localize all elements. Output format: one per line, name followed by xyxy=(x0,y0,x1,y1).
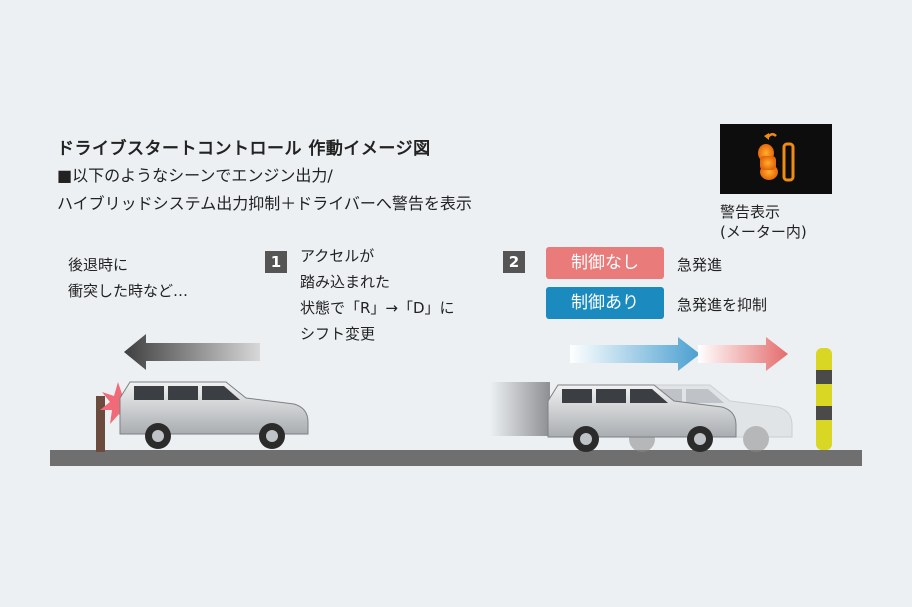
car-reversing xyxy=(119,381,309,449)
step-1-line1: アクセルが xyxy=(300,247,375,265)
striped-bollard xyxy=(816,348,832,450)
reverse-direction-arrow xyxy=(124,334,260,370)
step-1-line3: 状態で「R」→「D」に xyxy=(300,299,455,317)
without-control-badge: 制御なし xyxy=(546,247,664,279)
uncontrolled-motion-arrow xyxy=(698,337,788,371)
subtitle-line-1: ■以下のようなシーンでエンジン出力/ xyxy=(57,166,333,185)
with-control-badge: 制御あり xyxy=(546,287,664,319)
step-1-badge: 1 xyxy=(265,251,287,273)
step-1-text: アクセルが 踏み込まれた 状態で「R」→「D」に シフト変更 xyxy=(300,243,455,347)
car-controlled xyxy=(547,384,737,452)
wall-post xyxy=(96,396,105,452)
reverse-scene-line1: 後退時に xyxy=(68,256,129,274)
foot-on-pedal-warning-icon xyxy=(758,133,795,182)
reverse-scene-text: 後退時に 衝突した時など… xyxy=(68,252,188,304)
motion-blur-trail xyxy=(490,382,550,436)
step-1-line4: シフト変更 xyxy=(300,325,376,343)
without-control-description: 急発進 xyxy=(677,256,723,274)
meter-warning-display xyxy=(720,124,832,194)
warning-display-label-line1: 警告表示 xyxy=(720,203,781,221)
diagram-title: ドライブスタートコントロール 作動イメージ図 xyxy=(57,139,431,159)
warning-display-label: 警告表示 (メーター内) xyxy=(720,202,807,242)
controlled-motion-arrow xyxy=(570,337,700,371)
reverse-scene-line2: 衝突した時など… xyxy=(68,282,189,300)
with-control-description: 急発進を抑制 xyxy=(677,296,768,314)
step-1-line2: 踏み込まれた xyxy=(300,273,391,291)
ground-road xyxy=(50,450,862,466)
warning-display-label-line2: (メーター内) xyxy=(720,223,807,241)
subtitle-line-2: ハイブリッドシステム出力抑制＋ドライバーへ警告を表示 xyxy=(57,194,472,213)
forward-motion-arrows xyxy=(570,337,788,371)
step-2-badge: 2 xyxy=(503,251,525,273)
